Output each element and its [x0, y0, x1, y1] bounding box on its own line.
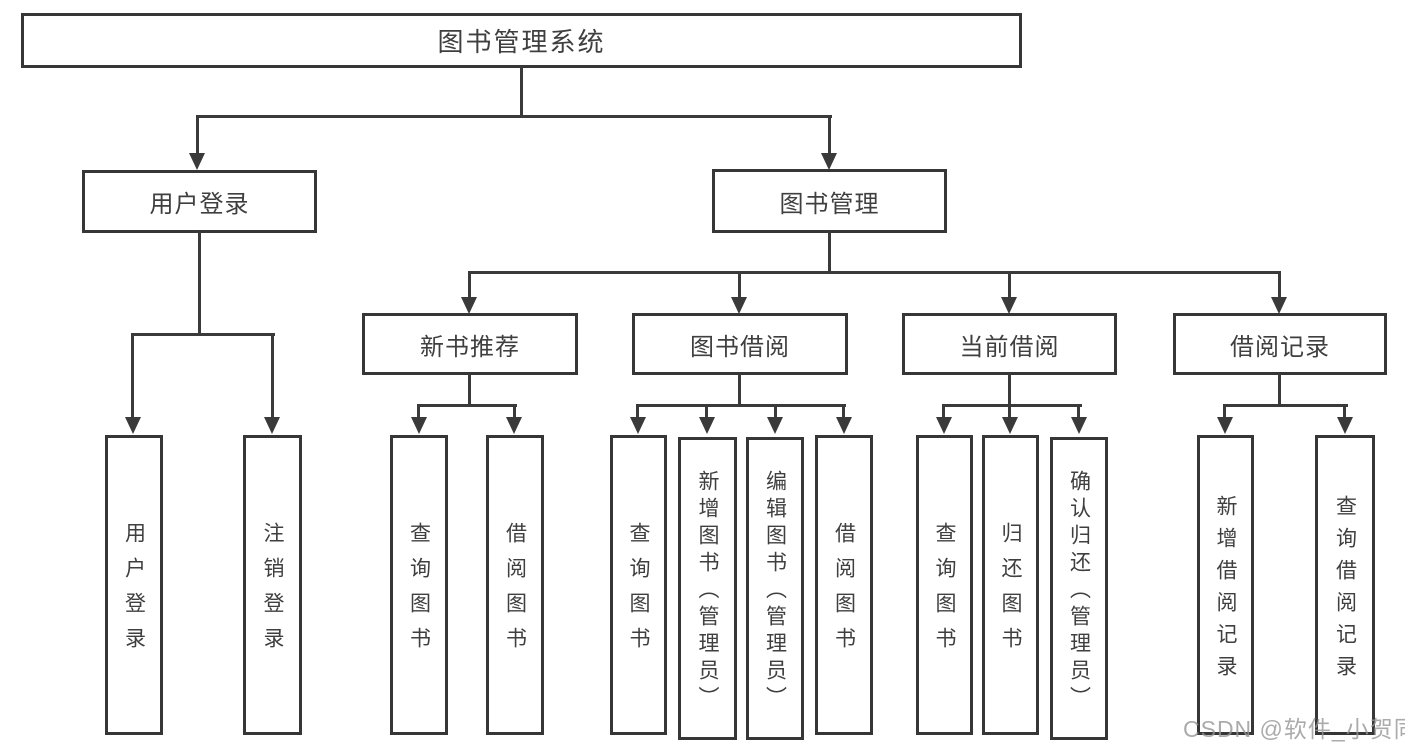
arrowhead-down-icon — [411, 417, 427, 434]
arrowhead-down-icon — [731, 297, 747, 314]
leaf-query-books-borrowing: 查询图书 — [610, 435, 667, 735]
leaf-query-books-recommend: 查询图书 — [390, 435, 448, 735]
arrowhead-down-icon — [936, 417, 952, 434]
connector-line — [636, 404, 639, 419]
leaf-borrow-books-recommend: 借阅图书 — [486, 435, 544, 735]
connector-line — [1278, 373, 1281, 407]
leaf-add-books-admin: 新增图书（管理员） — [678, 437, 737, 740]
connector-line — [131, 333, 275, 336]
arrowhead-down-icon — [264, 417, 280, 434]
connector-line — [417, 404, 420, 419]
connector-line — [637, 404, 846, 407]
node-current-borrowing: 当前借阅 — [902, 313, 1117, 375]
watermark: CSDN @软件_小贺同学 — [1183, 716, 1405, 742]
connector-line — [513, 404, 516, 419]
node-new-book-recommendation: 新书推荐 — [362, 313, 578, 375]
connector-line — [1008, 373, 1011, 407]
arrowhead-down-icon — [1337, 417, 1353, 434]
connector-line — [1077, 404, 1080, 419]
connector-line — [774, 404, 777, 419]
arrowhead-down-icon — [630, 417, 646, 434]
node-root-library-system: 图书管理系统 — [21, 13, 1022, 68]
connector-line — [196, 115, 199, 155]
arrowhead-down-icon — [836, 417, 852, 434]
leaf-user-login: 用户登录 — [105, 435, 163, 735]
connector-line — [1278, 271, 1281, 299]
arrowhead-down-icon — [1002, 417, 1018, 434]
arrowhead-down-icon — [125, 417, 141, 434]
arrowhead-down-icon — [821, 153, 837, 170]
node-book-management: 图书管理 — [712, 169, 947, 233]
arrowhead-down-icon — [1001, 297, 1017, 314]
connector-line — [271, 333, 274, 418]
connector-line — [198, 231, 201, 336]
leaf-add-borrow-record: 新增借阅记录 — [1197, 435, 1254, 735]
connector-line — [738, 271, 741, 299]
leaf-logout: 注销登录 — [243, 435, 302, 735]
connector-line — [1008, 271, 1011, 299]
connector-line — [520, 66, 523, 118]
connector-line — [1343, 404, 1346, 419]
connector-line — [468, 271, 1281, 274]
connector-line — [842, 404, 845, 419]
arrowhead-down-icon — [699, 417, 715, 434]
connector-line — [1224, 404, 1348, 407]
connector-line — [417, 404, 517, 407]
connector-line — [943, 404, 1082, 407]
connector-line — [468, 373, 471, 407]
arrowhead-down-icon — [189, 153, 205, 170]
leaf-edit-books-admin: 编辑图书（管理员） — [746, 437, 804, 740]
node-book-borrowing: 图书借阅 — [632, 313, 848, 375]
leaf-query-borrow-record: 查询借阅记录 — [1315, 435, 1375, 735]
leaf-query-books-current: 查询图书 — [916, 435, 973, 735]
arrowhead-down-icon — [506, 417, 522, 434]
arrowhead-down-icon — [1271, 297, 1287, 314]
connector-line — [828, 231, 831, 273]
connector-line — [705, 404, 708, 419]
arrowhead-down-icon — [461, 297, 477, 314]
node-user-login: 用户登录 — [82, 170, 317, 233]
connector-line — [131, 333, 134, 418]
connector-line — [196, 115, 832, 118]
connector-line — [1008, 404, 1011, 419]
connector-line — [468, 271, 471, 299]
connector-line — [1223, 404, 1226, 419]
connector-line — [942, 404, 945, 419]
leaf-borrow-books: 借阅图书 — [815, 435, 873, 735]
leaf-return-books: 归还图书 — [982, 435, 1039, 735]
arrowhead-down-icon — [1071, 417, 1087, 434]
node-borrowing-records: 借阅记录 — [1173, 313, 1387, 375]
connector-line — [738, 373, 741, 407]
arrowhead-down-icon — [767, 417, 783, 434]
leaf-confirm-return-admin: 确认归还（管理员） — [1050, 437, 1108, 740]
connector-line — [828, 115, 831, 155]
arrowhead-down-icon — [1217, 417, 1233, 434]
